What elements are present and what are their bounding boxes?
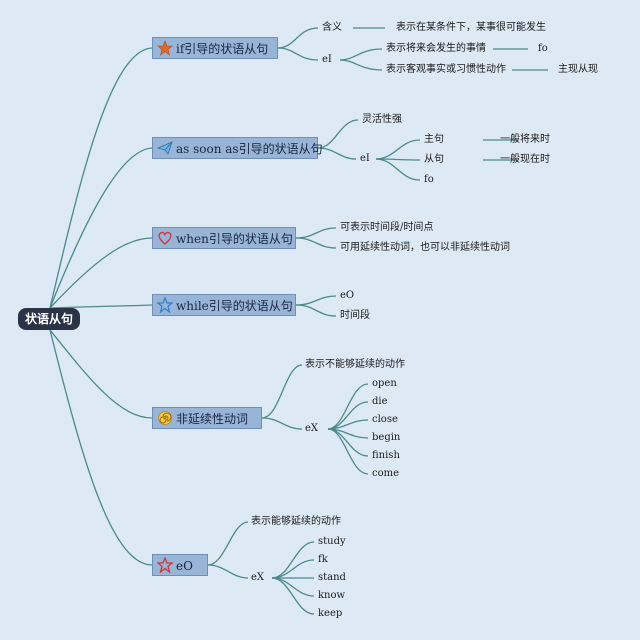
branch-as-soon-as[interactable]: as soon as引导的状语从句 (152, 137, 323, 159)
if-ei-label: eI (322, 54, 332, 65)
nondur-word: die (372, 396, 388, 407)
star-outline-icon (156, 296, 174, 314)
spiral-icon (157, 410, 173, 426)
if-meaning-label: 含义 (322, 22, 342, 33)
assoonas-flex: 灵活性强 (362, 114, 402, 125)
branch-when[interactable]: when引导的状语从句 (152, 227, 296, 249)
branch-nondurative[interactable]: 非延续性动词 (152, 407, 262, 429)
eo-desc: 表示能够延续的动作 (251, 516, 341, 527)
branch-while[interactable]: while引导的状语从句 (152, 294, 296, 316)
assoonas-main-clause: 主句 (424, 134, 444, 145)
paper-plane-icon (156, 140, 173, 156)
star-outline-red-icon (156, 556, 174, 574)
if-ei-item-1-note: fo (538, 43, 548, 54)
assoonas-sub-clause-note: 一般现在时 (500, 154, 550, 165)
if-meaning-text: 表示在某条件下，某事很可能发生 (396, 22, 546, 33)
root-node[interactable]: 状语从句 (18, 308, 80, 330)
branch-as-soon-as-label: as soon as引导的状语从句 (176, 142, 323, 156)
heart-icon (157, 230, 173, 246)
star-icon (157, 40, 173, 56)
branch-if[interactable]: if引导的状语从句 (152, 37, 278, 59)
assoonas-sub-clause: 从句 (424, 154, 444, 165)
nondur-word: close (372, 414, 398, 425)
if-ei-item-2-note: 主现从现 (558, 64, 598, 75)
eo-word: know (318, 590, 346, 601)
eo-word: keep (318, 608, 343, 619)
nondur-word: open (372, 378, 397, 389)
nondur-word: finish (372, 450, 400, 461)
eo-ex-label: eX (251, 572, 265, 583)
branch-eo[interactable]: eO (152, 554, 208, 576)
while-item-1: eO (340, 290, 355, 301)
nondur-word: begin (372, 432, 401, 443)
when-item-2: 可用延续性动词，也可以非延续性动词 (340, 242, 510, 253)
assoonas-ei-label: eI (360, 153, 370, 164)
assoonas-main-clause-note: 一般将来时 (500, 134, 550, 145)
eo-word: stand (318, 572, 346, 583)
branch-when-label: when引导的状语从句 (176, 232, 293, 246)
when-item-1: 可表示时间段/时间点 (340, 222, 434, 233)
nondur-desc: 表示不能够延续的动作 (305, 359, 405, 370)
while-item-2: 时间段 (340, 310, 370, 321)
nondur-ex-label: eX (305, 423, 319, 434)
if-ei-item-1: 表示将来会发生的事情 (386, 43, 486, 54)
if-ei-item-2: 表示客观事实或习惯性动作 (386, 64, 506, 75)
branch-eo-label: eO (176, 559, 193, 573)
branch-if-label: if引导的状语从句 (176, 42, 269, 56)
branch-while-label: while引导的状语从句 (176, 299, 293, 313)
assoonas-fo: fo (424, 174, 434, 185)
nondur-word: come (372, 468, 400, 479)
branch-nondurative-label: 非延续性动词 (176, 412, 249, 426)
eo-word: fk (318, 554, 328, 565)
eo-word: study (318, 536, 346, 547)
